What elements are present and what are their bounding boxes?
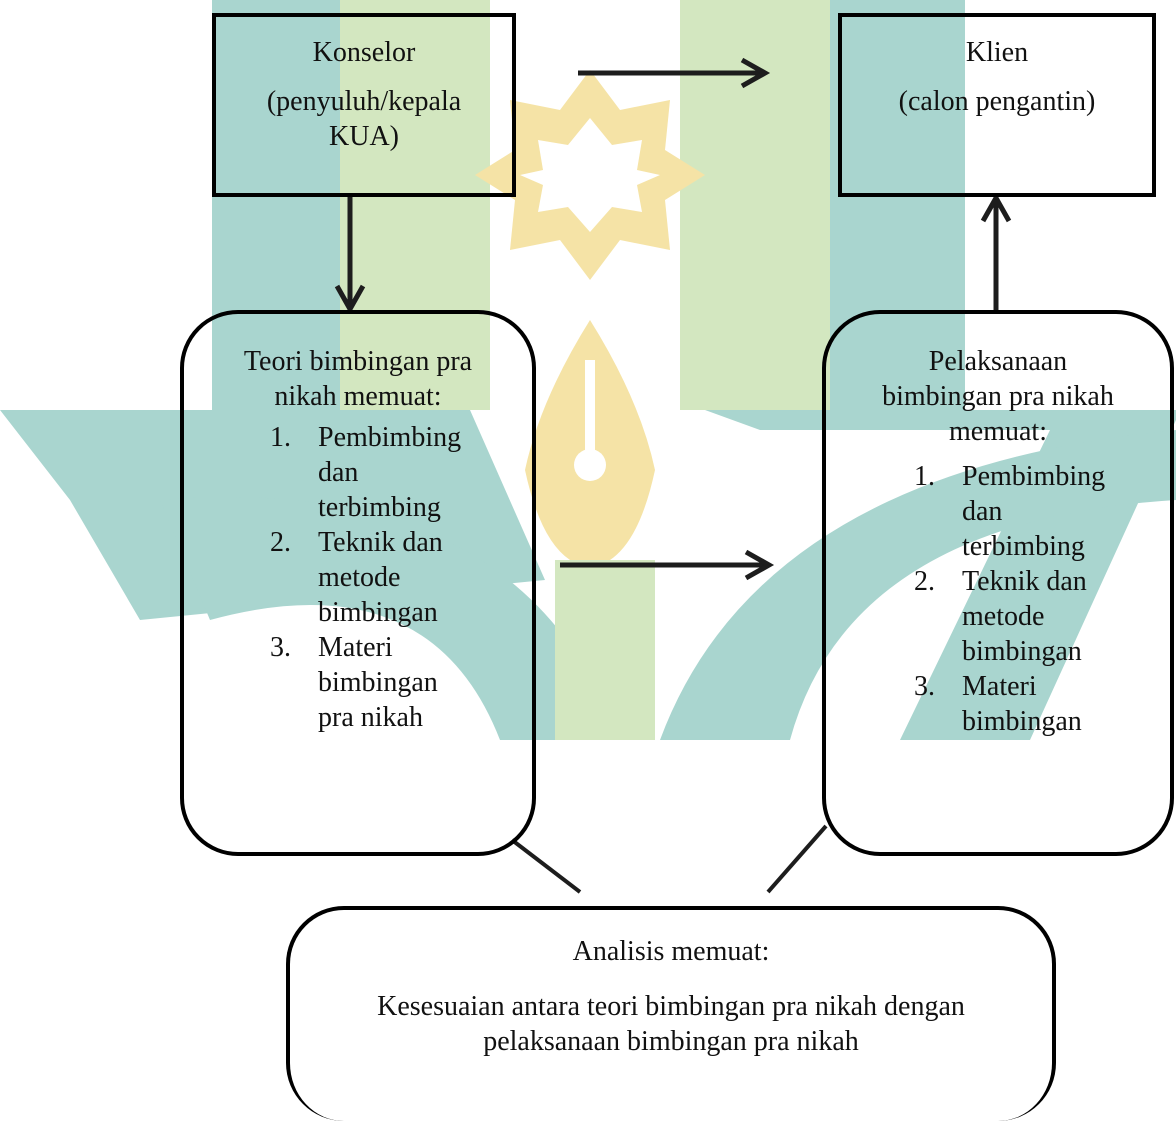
watermark-pen-hole — [574, 449, 606, 481]
pelaksanaan-heading-line3: memuat: — [949, 416, 1047, 447]
pelaksanaan-box: Pelaksanaan bimbingan pra nikah memuat: … — [822, 310, 1174, 856]
teori-heading-line1: Teori bimbingan pra — [243, 346, 473, 377]
analisis-body-line2: pelaksanaan bimbingan pra nikah — [483, 1026, 859, 1057]
watermark-left-curve — [160, 497, 620, 740]
analisis-heading: Analisis memuat: — [572, 936, 770, 967]
konselor-subtitle-line1: (penyuluh/kepala — [266, 86, 462, 117]
watermark-green-bar-right — [680, 0, 830, 410]
konselor-subtitle-line2: KUA) — [329, 121, 399, 152]
konselor-title: Konselor — [312, 37, 416, 68]
analisis-box: Analisis memuat: Kesesuaian antara teori… — [286, 906, 1056, 1121]
watermark-green-bar-left — [340, 0, 490, 410]
klien-subtitle: (calon pengantin) — [898, 86, 1096, 117]
analisis-body-line1: Kesesuaian antara teori bimbingan pra ni… — [377, 991, 965, 1022]
teori-heading-line2: nikah memuat: — [274, 381, 442, 412]
teori-box: Teori bimbingan pra nikah memuat: 1.Pemb… — [180, 310, 536, 856]
watermark-right-curve — [660, 430, 1176, 740]
pelaksanaan-heading-line2: bimbingan pra nikah — [882, 381, 1114, 412]
konselor-box: Konselor (penyuluh/kepala KUA) — [212, 13, 516, 197]
watermark-star-inner — [520, 118, 660, 232]
watermark-pen-slit — [585, 360, 595, 460]
klien-box: Klien (calon pengantin) — [838, 13, 1156, 197]
klien-title: Klien — [965, 37, 1029, 68]
pelaksanaan-heading-line1: Pelaksanaan — [928, 346, 1068, 377]
watermark-green-stem — [555, 560, 655, 740]
